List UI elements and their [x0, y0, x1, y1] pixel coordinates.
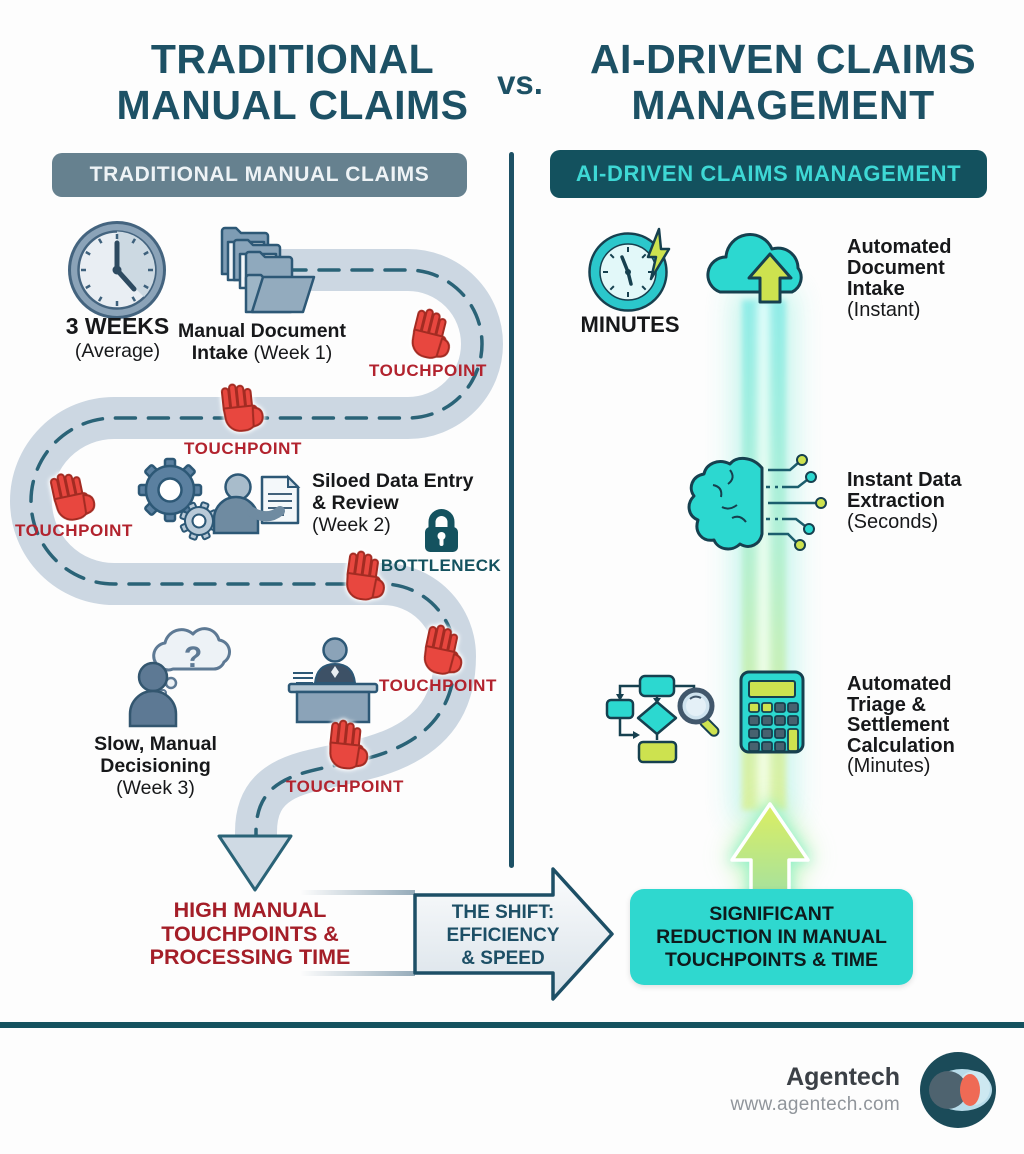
right-duration: MINUTES [580, 312, 680, 337]
footer-rule [0, 1022, 1024, 1028]
title-vs: vs. [497, 64, 543, 101]
process-road [10, 249, 503, 892]
touchpoint-label: TOUCHPOINT [378, 676, 498, 695]
brand-name: Agentech [786, 1063, 900, 1091]
magnifier-icon [677, 687, 720, 737]
left-step3-label: Slow, Manual Decisioning (Week 3) [94, 733, 217, 799]
touchpoint-label: TOUCHPOINT [14, 521, 134, 540]
touchpoint-hand-icon [407, 306, 458, 363]
thinking-person-icon: ? [128, 627, 231, 728]
left-step2-label: Siloed Data Entry & Review (Week 2) [312, 470, 474, 536]
right-step3-label: Automated Triage & Settlement Calculatio… [847, 673, 955, 777]
road-end-arrow [217, 834, 293, 892]
shift-arrow [300, 867, 614, 1001]
touchpoint-hand-icon [48, 467, 98, 524]
touchpoint-label: TOUCHPOINT [183, 439, 303, 458]
workflow-icon [605, 674, 720, 764]
touchpoint-label: TOUCHPOINT [368, 361, 488, 380]
desk-clerk-icon [287, 637, 379, 724]
clock-icon [68, 221, 166, 319]
up-arrow-icon [747, 252, 793, 304]
badge-ai-driven: AI-DRIVEN CLAIMS MANAGEMENT [550, 150, 987, 198]
bottleneck-label: BOTTLENECK [380, 556, 502, 575]
right-step1-label: Automated Document Intake (Instant) [847, 236, 952, 321]
touchpoint-label: TOUCHPOINT [285, 777, 405, 796]
question-mark: ? [184, 641, 202, 674]
gears-icon [137, 457, 219, 541]
column-divider [509, 152, 514, 868]
brand-block: Agentech www.agentech.com [600, 1063, 900, 1119]
calculator-icon [739, 670, 805, 754]
lightning-bolt-icon [646, 227, 671, 281]
brand-url: www.agentech.com [730, 1094, 900, 1115]
left-step1-label: Manual Document Intake (Week 1) [178, 320, 346, 364]
cloud-upload-icon [706, 232, 803, 304]
badge-traditional: TRADITIONAL MANUAL CLAIMS [52, 153, 467, 197]
person-document-icon [212, 473, 301, 535]
folders-icon [220, 226, 316, 314]
shift-label: THE SHIFT:EFFICIENCY& SPEED [446, 902, 560, 969]
right-step2-label: Instant Data Extraction (Seconds) [847, 469, 962, 533]
ai-brain-icon [687, 454, 827, 551]
left-duration: 3 WEEKS (Average) [65, 313, 170, 363]
brand-logo [920, 1052, 996, 1128]
fast-clock-icon [588, 227, 671, 312]
lock-icon [425, 509, 458, 552]
